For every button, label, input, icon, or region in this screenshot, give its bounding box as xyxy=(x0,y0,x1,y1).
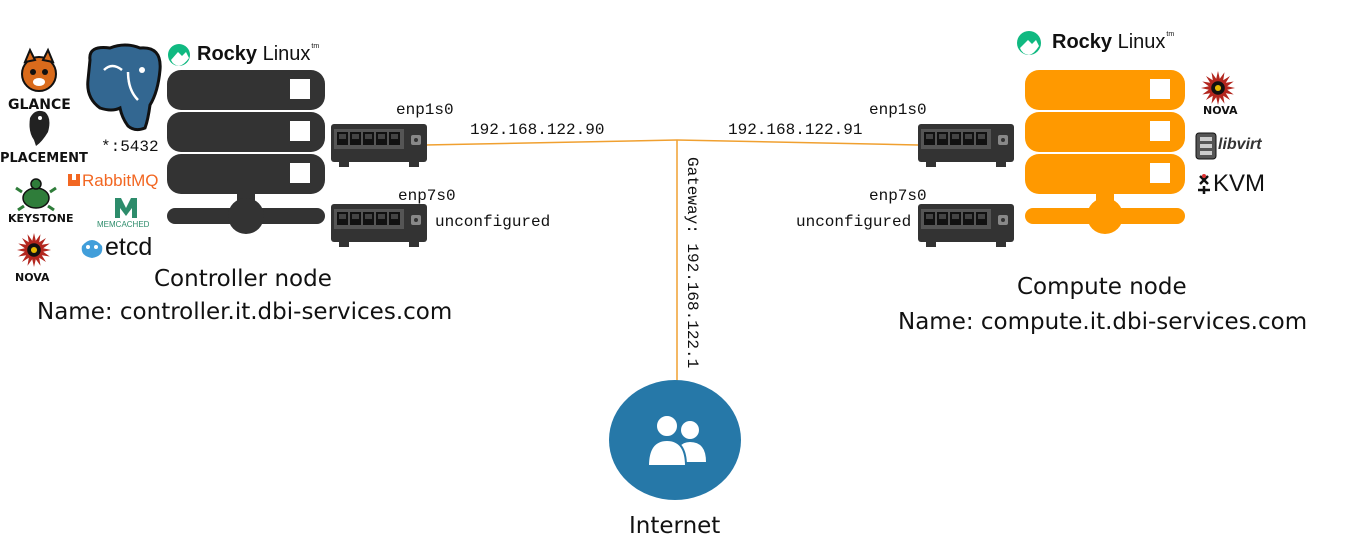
service-nova-compute: NOVA xyxy=(1203,104,1238,117)
network-switch-icon xyxy=(918,124,1014,167)
compute-server-icon xyxy=(1025,70,1185,234)
service-etcd: etcd xyxy=(105,233,153,261)
service-placement: PLACEMENT xyxy=(0,151,88,166)
compute-nic2-name: enp7s0 xyxy=(869,187,927,205)
rabbitmq-icon xyxy=(68,174,80,186)
rocky-linux-icon xyxy=(168,44,190,66)
controller-os-label: Rocky Linuxtm xyxy=(197,43,320,65)
controller-server-icon xyxy=(167,70,325,234)
compute-hostname: Name: compute.it.dbi-services.com xyxy=(898,309,1308,335)
service-keystone: KEYSTONE xyxy=(8,212,74,225)
rocky-linux-icon xyxy=(1017,31,1041,55)
placement-icon xyxy=(29,110,50,146)
postgresql-icon xyxy=(86,43,162,132)
service-nova-controller: NOVA xyxy=(15,271,50,284)
link-compute-enp1s0 xyxy=(676,139,919,146)
internet-cloud xyxy=(609,380,741,500)
internet-label: Internet xyxy=(629,513,721,539)
service-glance: GLANCE xyxy=(8,97,71,113)
libvirt-icon xyxy=(1195,132,1217,160)
nova-icon xyxy=(17,233,51,267)
controller-nic1-name: enp1s0 xyxy=(396,101,454,119)
compute-nic2-status: unconfigured xyxy=(796,213,912,231)
network-switch-icon xyxy=(331,204,427,247)
glance-icon xyxy=(21,47,57,92)
network-switch-icon xyxy=(331,124,427,167)
controller-nic2-status: unconfigured xyxy=(435,213,551,231)
nova-icon xyxy=(1201,71,1235,105)
compute-os-label: Rocky Linuxtm xyxy=(1052,31,1175,53)
compute-title: Compute node xyxy=(1017,274,1187,300)
keystone-icon xyxy=(15,178,57,212)
service-rabbitmq: RabbitMQ xyxy=(82,171,159,190)
controller-nic2-name: enp7s0 xyxy=(398,187,456,205)
controller-hostname: Name: controller.it.dbi-services.com xyxy=(37,299,453,325)
service-memcached: MEMCACHED xyxy=(97,220,150,229)
kvm-icon xyxy=(1198,174,1210,194)
controller-nic1-ip: 192.168.122.90 xyxy=(470,121,605,139)
postgres-port-label: *:5432 xyxy=(101,138,159,156)
compute-nic1-ip: 192.168.122.91 xyxy=(728,121,863,139)
network-links xyxy=(424,139,919,382)
memcached-icon xyxy=(115,198,137,218)
users-icon xyxy=(646,414,706,467)
network-switch-icon xyxy=(918,204,1014,247)
etcd-icon xyxy=(81,240,103,258)
compute-nic1-name: enp1s0 xyxy=(869,101,927,119)
gateway-label: Gateway: 192.168.122.1 xyxy=(683,157,701,369)
service-libvirt: libvirt xyxy=(1218,136,1262,153)
service-kvm: KVM xyxy=(1213,170,1266,197)
link-controller-enp1s0 xyxy=(424,139,678,146)
controller-title: Controller node xyxy=(154,266,332,292)
